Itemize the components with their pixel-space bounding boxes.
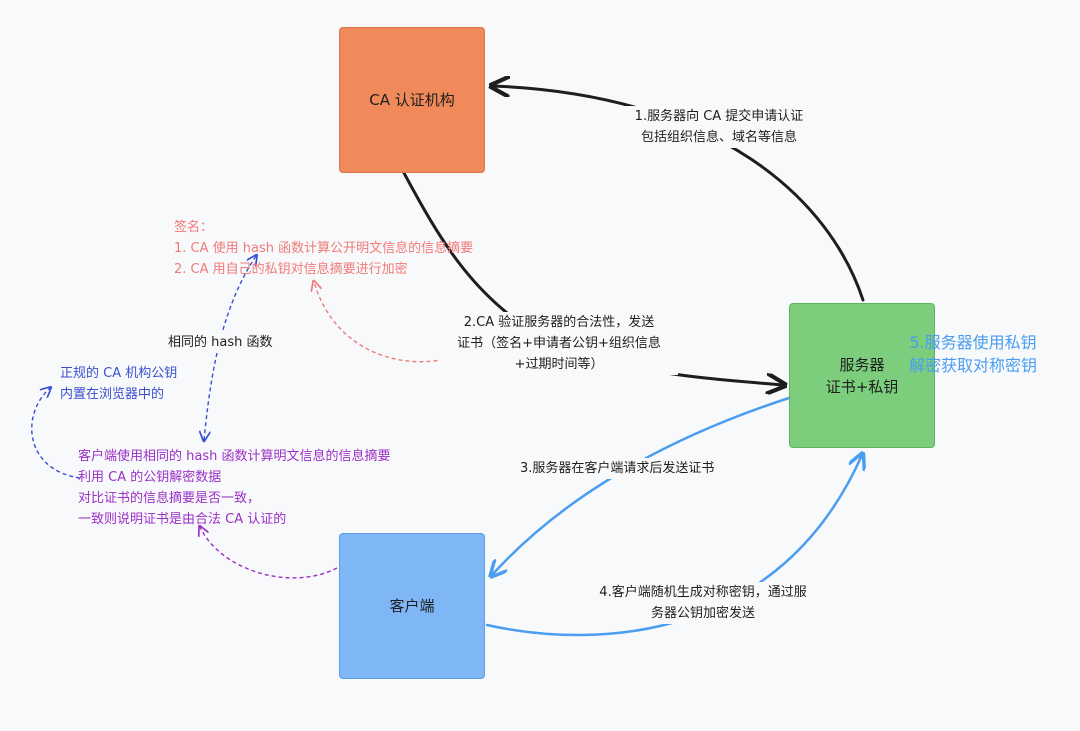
same-hash-note: 相同的 hash 函数 [168,332,273,353]
arrow-server-to-ca [493,86,865,302]
step4-line1: 4.客户端随机生成对称密钥，通过服 [599,585,807,600]
client-node-label: 客户端 [389,597,435,615]
client-verify-note-line4: 一致则说明证书是由合法 CA 认证的 [78,512,287,527]
step2-line3: +过期时间等） [514,357,604,372]
step1-line1: 1.服务器向 CA 提交申请认证 [634,109,804,124]
step2-label: 2.CA 验证服务器的合法性，发送 证书（签名+申请者公钥+组织信息 +过期时间… [440,312,678,375]
ca-pubkey-note-line2: 内置在浏览器中的 [60,387,165,402]
server-node[interactable]: 服务器 证书+私钥 [789,303,935,448]
client-verify-dashed-arrow [200,527,338,579]
ca-node[interactable]: CA 认证机构 [339,27,485,173]
step5-label: 5.服务器使用私钥 解密获取对称密钥 [898,331,1048,377]
ca-pubkey-note-line1: 正规的 CA 机构公钥 [60,366,178,381]
step1-line2: 包括组织信息、域名等信息 [640,130,797,145]
same-hash-dashed-arrow [204,256,256,440]
signature-note: 签名： 1. CA 使用 hash 函数计算公开明文信息的信息摘要 2. CA … [174,217,473,280]
step3-label: 3.服务器在客户端请求后发送证书 [520,458,715,479]
client-verify-note-line3: 对比证书的信息摘要是否一致， [78,491,261,506]
arrow-server-to-client [492,396,791,575]
step4-label: 4.客户端随机生成对称密钥，通过服 务器公钥加密发送 [580,582,826,624]
step5-line2: 解密获取对称密钥 [908,356,1037,375]
signature-note-step2: 2. CA 用自己的私钥对信息摘要进行加密 [174,262,408,277]
signature-note-step1: 1. CA 使用 hash 函数计算公开明文信息的信息摘要 [174,241,474,256]
client-verify-note-line2: 利用 CA 的公钥解密数据 [78,470,222,485]
step1-label: 1.服务器向 CA 提交申请认证 包括组织信息、域名等信息 [612,106,826,148]
step2-line1: 2.CA 验证服务器的合法性，发送 [463,315,655,330]
ca-node-label: CA 认证机构 [369,91,455,109]
signature-note-title: 签名： [174,220,214,235]
ca-pubkey-note: 正规的 CA 机构公钥 内置在浏览器中的 [60,363,177,405]
step4-line2: 务器公钥加密发送 [650,606,755,621]
ca-pubkey-dashed-arrow [31,388,81,479]
client-node[interactable]: 客户端 [339,533,485,679]
client-verify-note-line1: 客户端使用相同的 hash 函数计算明文信息的信息摘要 [78,449,391,464]
server-node-label-line1: 服务器 [839,355,885,374]
step2-line2: 证书（签名+申请者公钥+组织信息 [457,336,661,351]
step5-line1: 5.服务器使用私钥 [909,333,1037,352]
client-verify-note: 客户端使用相同的 hash 函数计算明文信息的信息摘要 利用 CA 的公钥解密数… [78,446,390,530]
signature-dashed-arrow [314,282,496,363]
server-node-label-line2: 证书+私钥 [825,377,899,396]
